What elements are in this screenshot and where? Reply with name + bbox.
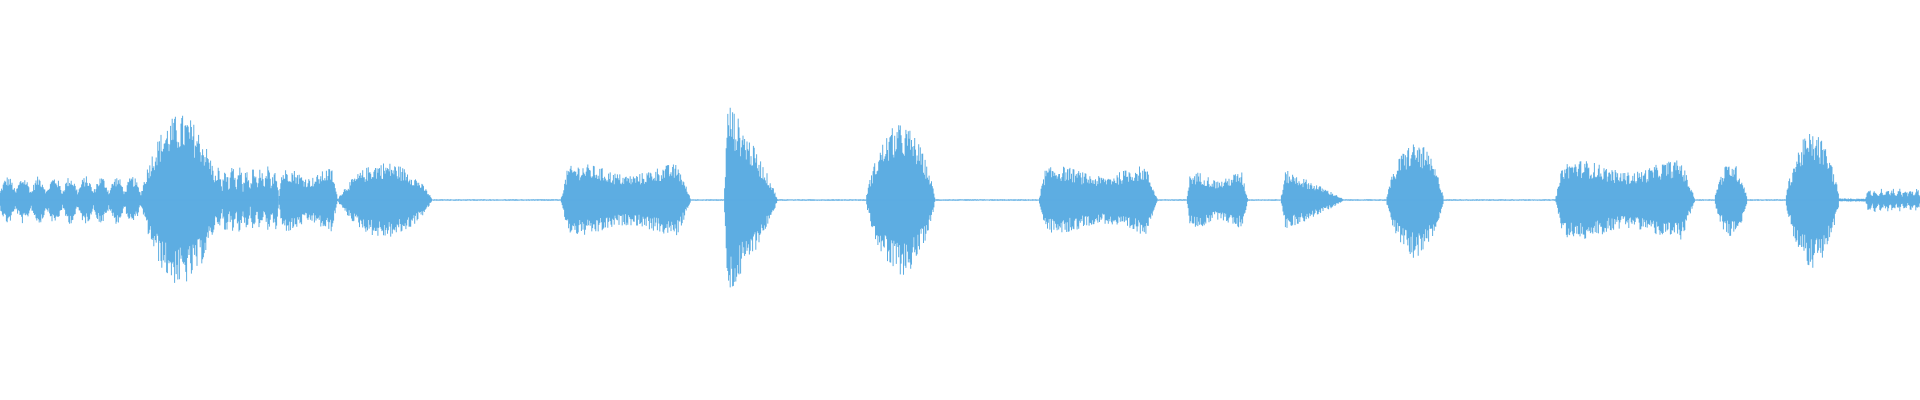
waveform-stroke [1714,166,1748,236]
waveform-stroke [139,115,221,283]
waveform-stroke [1785,134,1840,268]
waveform-segment [723,107,778,288]
waveform-segment [1714,166,1748,236]
waveform-stroke [1280,171,1345,228]
waveform-segment [139,115,221,283]
waveform-segment [1865,188,1920,212]
waveform-segment [1785,134,1840,268]
waveform-segment [214,166,279,232]
waveform-stroke [1385,144,1445,258]
waveform-segment [1385,144,1445,258]
waveform-stroke [1865,188,1920,212]
waveform-segment [1280,171,1345,228]
waveform-stroke [723,107,778,288]
waveform-stroke [214,166,279,232]
